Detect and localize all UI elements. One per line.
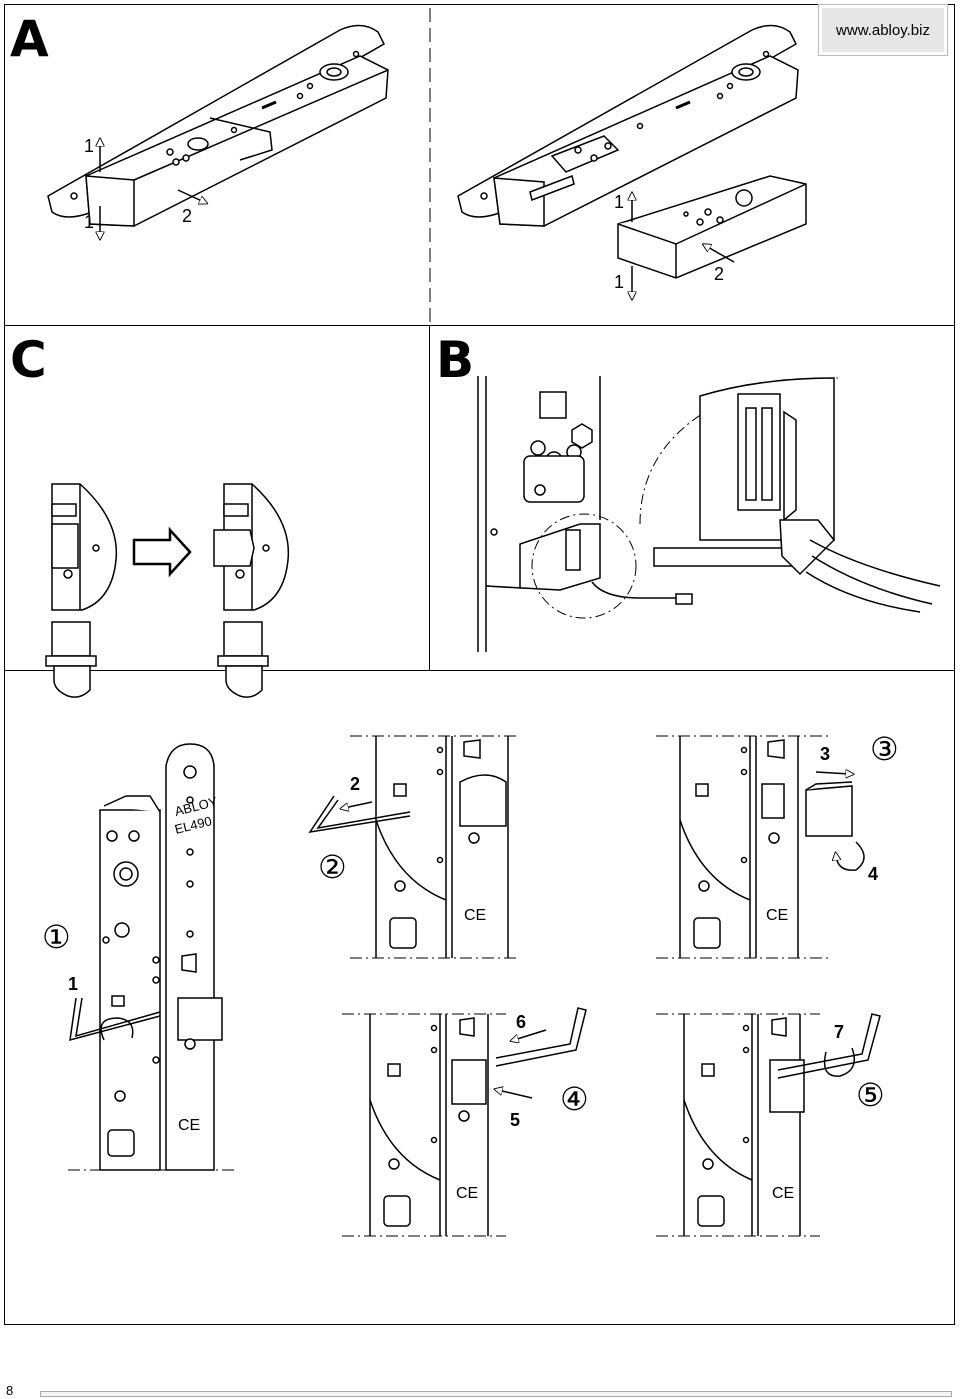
ce-mark-3: CE [766, 907, 788, 924]
lock-full [99, 743, 223, 1171]
panel-c-letter: C [10, 331, 47, 389]
step-arrow-6: 6 [516, 1012, 526, 1032]
wire-small [591, 581, 693, 605]
ce-mark-5: CE [772, 1185, 794, 1202]
lock-step4 [369, 1014, 489, 1236]
change-arrow [132, 526, 192, 578]
detail-circle [531, 513, 637, 619]
latch-before [45, 483, 118, 698]
panel-a-label-1-down: 1 [84, 212, 94, 232]
lock-step2 [375, 736, 509, 958]
panel-a-label-1-up-right: 1 [614, 192, 624, 212]
circled-step-3: ③ [870, 730, 899, 768]
website-url[interactable]: www.abloy.biz [836, 22, 930, 39]
removed-cover [617, 175, 807, 279]
ce-mark-1: CE [178, 1117, 200, 1134]
latch-after [213, 483, 290, 698]
step-arrow-1: 1 [68, 974, 78, 994]
ce-mark-2: CE [464, 907, 486, 924]
panel-b-letter: B [436, 331, 475, 389]
lock-step3 [679, 736, 853, 958]
page-number: 8 [6, 1383, 14, 1398]
circled-step-4: ④ [560, 1080, 589, 1118]
panel-a-letter: A [10, 10, 49, 68]
panel-a-label-2-right: 2 [714, 264, 724, 284]
hex-key-1 [69, 997, 161, 1042]
lock-body-left [47, 24, 389, 227]
hex-key-2 [308, 795, 411, 834]
panel-a-left-arrows [100, 142, 204, 236]
hex-key-7 [777, 1013, 881, 1079]
website-label[interactable]: www.abloy.biz [818, 4, 948, 56]
panel-a-label-1-down-right: 1 [614, 272, 624, 292]
panel-steps-frame [4, 670, 955, 1325]
panel-a-label-1-up: 1 [84, 136, 94, 156]
step-arrow-4: 4 [868, 864, 878, 884]
rotate-arrow-4 [836, 841, 865, 871]
lock-step5 [683, 1014, 805, 1236]
step-arrow-2: 2 [350, 774, 360, 794]
lock-body-right [457, 24, 799, 227]
circled-step-5: ⑤ [856, 1076, 885, 1114]
lock-front-b [477, 376, 601, 652]
circled-step-2: ② [318, 848, 347, 886]
detail-zoom-arc [639, 377, 839, 525]
step-arrow-3: 3 [820, 744, 830, 764]
arrow-3 [815, 772, 850, 774]
connector-zoom [653, 377, 941, 613]
step-arrow-5: 5 [510, 1110, 520, 1130]
circled-step-1: ① [42, 918, 71, 956]
panel-a-label-2: 2 [182, 206, 192, 226]
panel-a-right-arrows [632, 196, 735, 296]
step-arrow-7: 7 [834, 1022, 844, 1042]
hex-key-6 [496, 1007, 587, 1099]
ce-mark-4: CE [456, 1185, 478, 1202]
footer-bar [40, 1391, 952, 1397]
